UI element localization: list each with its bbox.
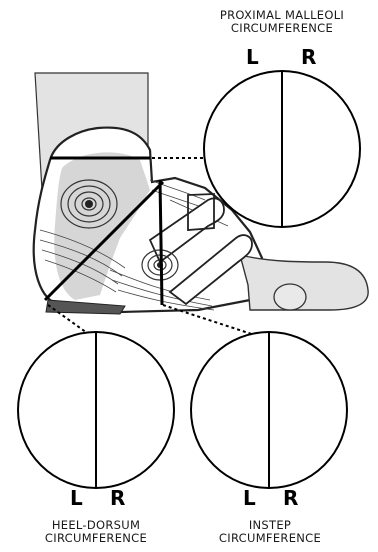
circle-instep: [191, 332, 347, 488]
heel-dorsum-caption: HEEL-DORSUM CIRCUMFERENCE: [16, 519, 176, 545]
instep-caption: INSTEP CIRCUMFERENCE: [190, 519, 350, 545]
instep-caption-line2: CIRCUMFERENCE: [190, 532, 350, 545]
instep-measure-line: [160, 180, 162, 305]
toe: [274, 284, 306, 310]
proximal-caption: PROXIMAL MALLEOLI CIRCUMFERENCE: [196, 9, 368, 35]
proximal-caption-line2: CIRCUMFERENCE: [196, 22, 368, 35]
circle-heel-dorsum: [18, 332, 174, 488]
malleolus-marker-upper: [85, 200, 93, 208]
instep-left-label: L: [243, 488, 256, 508]
proximal-right-label: R: [301, 47, 316, 67]
circle-proximal: [204, 71, 360, 227]
heel-dorsum-caption-line2: CIRCUMFERENCE: [16, 532, 176, 545]
heel-dorsum-right-label: R: [110, 488, 125, 508]
instep-right-label: R: [283, 488, 298, 508]
proximal-left-label: L: [246, 47, 259, 67]
heel-dorsum-left-label: L: [70, 488, 83, 508]
